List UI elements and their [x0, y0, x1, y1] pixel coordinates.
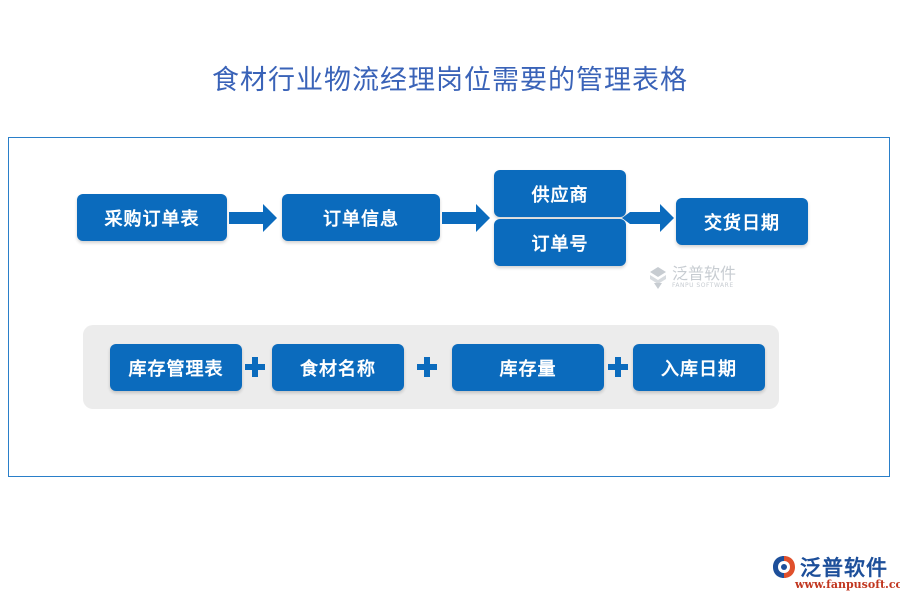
brand-logo: 泛普软件	[771, 552, 888, 582]
node-inbound-date: 入库日期	[633, 344, 765, 391]
fanpu-logo-icon	[773, 556, 795, 578]
node-order-info: 订单信息	[282, 194, 440, 241]
diagram-frame	[8, 137, 890, 477]
page-title: 食材行业物流经理岗位需要的管理表格	[212, 65, 688, 96]
watermark-name: 泛普软件	[672, 264, 737, 283]
plus-icon	[417, 357, 437, 377]
node-supplier: 供应商	[494, 170, 626, 217]
plus-icon	[608, 357, 628, 377]
brand-name: 泛普软件	[800, 556, 888, 580]
node-stock-quantity: 库存量	[452, 344, 604, 391]
node-food-name: 食材名称	[272, 344, 404, 391]
watermark-subtitle: FANPU SOFTWARE	[672, 282, 734, 289]
arrow-right-icon	[229, 204, 277, 232]
node-delivery-date: 交货日期	[676, 198, 808, 245]
arrow-right-icon	[622, 204, 674, 232]
node-inventory-table: 库存管理表	[110, 344, 242, 391]
brand-url: www.fanpusoft.com	[795, 578, 900, 591]
plus-icon	[245, 357, 265, 377]
node-order-number: 订单号	[494, 219, 626, 266]
fanpu-logo-icon	[650, 267, 666, 289]
watermark: 泛普软件 FANPU SOFTWARE	[648, 266, 736, 290]
node-purchase-order-table: 采购订单表	[77, 194, 227, 241]
arrow-right-icon	[442, 204, 490, 232]
